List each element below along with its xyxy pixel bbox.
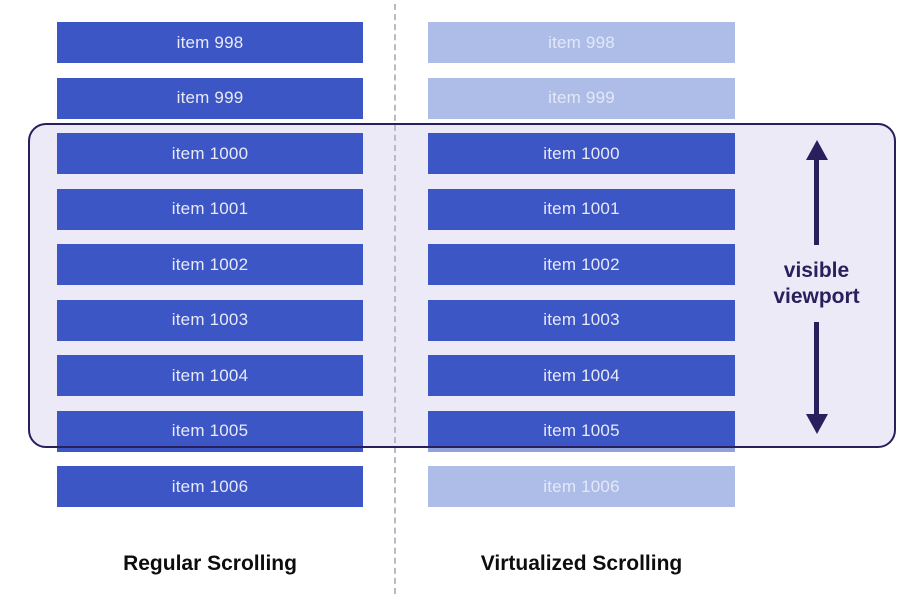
list-item: item 1003 <box>428 299 735 341</box>
list-item: item 1005 <box>428 410 735 452</box>
list-item: item 998 <box>428 22 735 63</box>
list-item: item 998 <box>57 22 363 63</box>
regular-column-items: item 998 item 999 item 1000 item 1001 item 1… <box>57 22 363 507</box>
arrow-shaft-top <box>814 160 819 245</box>
list-item: item 1002 <box>57 244 363 285</box>
viewport-label-line2: viewport <box>773 284 860 308</box>
arrow-shaft-bottom <box>814 322 819 414</box>
viewport-extent-indicator: visible viewport <box>760 140 873 440</box>
viewport-label-line1: visible <box>783 258 850 282</box>
virtualized-column-title: Virtualized Scrolling <box>480 552 683 575</box>
list-item: item 1006 <box>57 466 363 507</box>
list-item: item 999 <box>428 77 735 119</box>
column-divider-line <box>394 4 396 594</box>
list-item: item 1006 <box>428 466 735 507</box>
arrow-down-icon <box>805 414 828 434</box>
list-item: item 1000 <box>57 133 363 174</box>
list-item: item 1005 <box>57 410 363 452</box>
list-item: item 1001 <box>428 188 735 230</box>
virtualized-column-items: item 998 item 999 item 1000 item 1001 item 1… <box>428 22 735 507</box>
list-item: item 1000 <box>428 133 735 174</box>
arrow-up-icon <box>805 140 828 160</box>
regular-column-title: Regular Scrolling <box>123 552 297 575</box>
list-item: item 1001 <box>57 188 363 230</box>
list-item: item 1003 <box>57 299 363 341</box>
list-item: item 1002 <box>428 244 735 285</box>
list-item: item 999 <box>57 77 363 119</box>
list-item: item 1004 <box>428 355 735 396</box>
list-item: item 1004 <box>57 355 363 396</box>
viewport-label: visible viewport <box>773 245 859 322</box>
